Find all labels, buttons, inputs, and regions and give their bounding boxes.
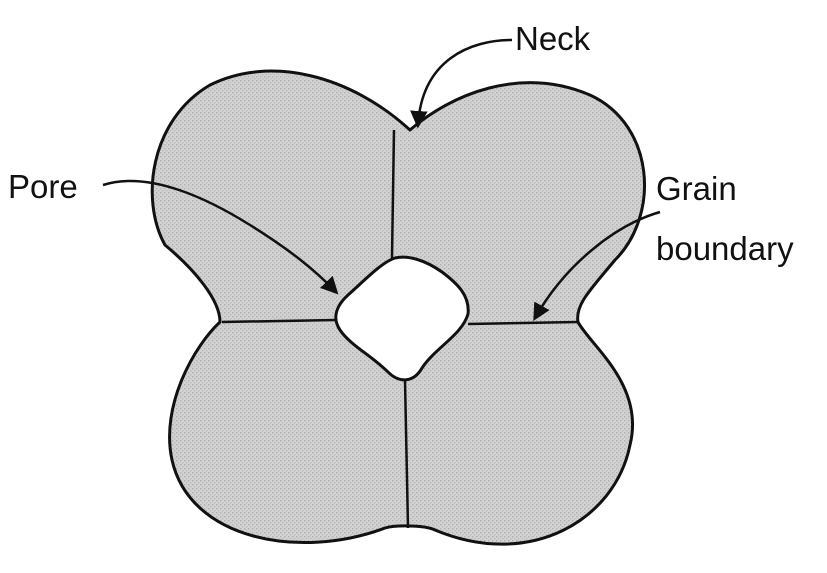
- grain-label: Grain: [656, 170, 737, 207]
- neck-label: Neck: [515, 20, 591, 57]
- pore-label: Pore: [8, 168, 78, 205]
- boundary-label: boundary: [656, 230, 794, 267]
